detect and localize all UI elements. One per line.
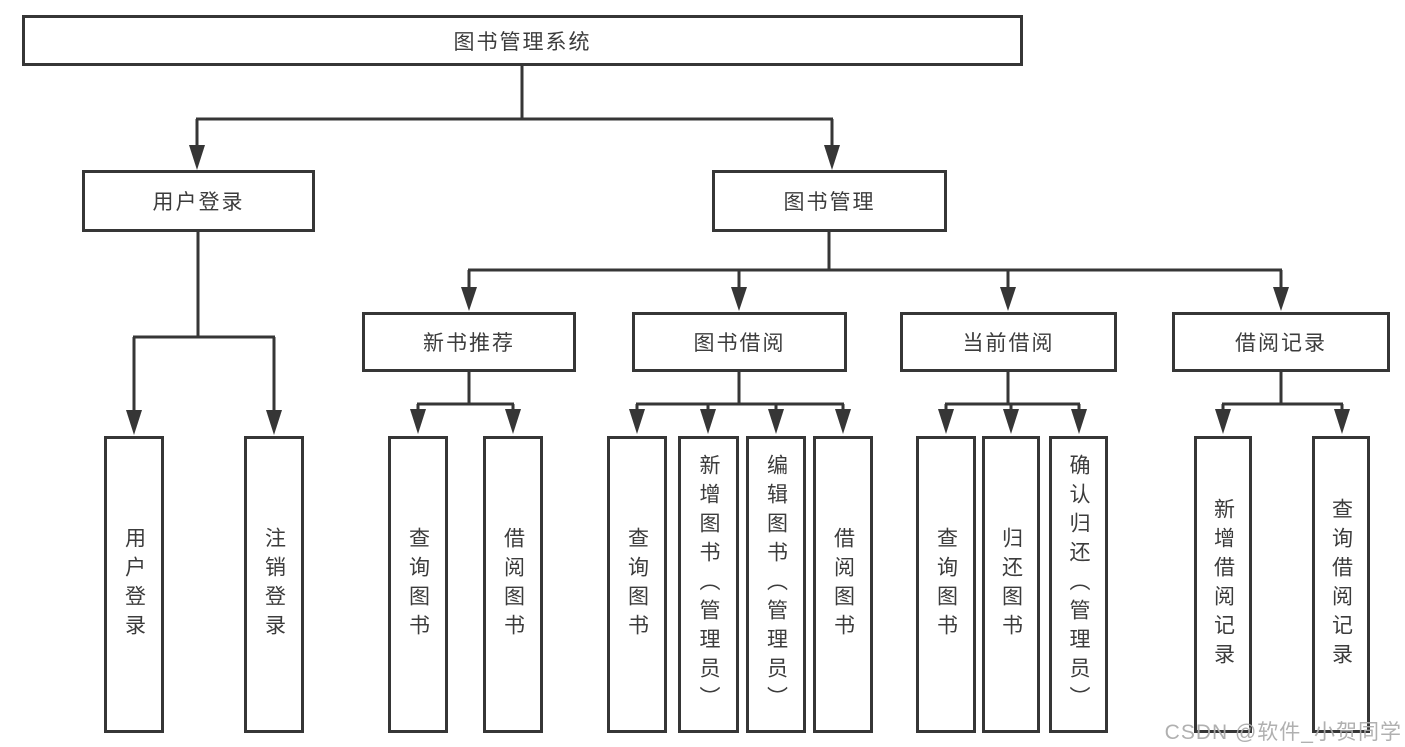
node-user-login: 用户登录: [82, 170, 315, 232]
leaf-logout: 注销登录: [244, 436, 304, 733]
node-book-borrow: 图书借阅: [632, 312, 847, 372]
node-new-book-recommend-label: 新书推荐: [423, 332, 515, 355]
leaf-query-borrow-record-label: 查询借阅记录: [1329, 497, 1353, 672]
node-new-book-recommend: 新书推荐: [362, 312, 576, 372]
leaf-return-book-label: 归还图书: [999, 526, 1023, 643]
leaf-user-login: 用户登录: [104, 436, 164, 733]
node-book-borrow-label: 图书借阅: [693, 332, 786, 355]
leaf-confirm-return-admin-label: 确认归还（管理员）: [1067, 454, 1090, 715]
node-current-borrow-label: 当前借阅: [962, 332, 1055, 355]
leaf-add-borrow-record: 新增借阅记录: [1194, 436, 1252, 733]
leaf-borrow-books-recommend-label: 借阅图书: [501, 526, 525, 643]
leaf-add-book-admin: 新增图书（管理员）: [678, 436, 739, 733]
leaf-query-borrow-record: 查询借阅记录: [1312, 436, 1370, 733]
leaf-query-books-current-label: 查询图书: [934, 526, 958, 643]
node-borrow-records-label: 借阅记录: [1235, 332, 1327, 355]
node-user-login-label: 用户登录: [152, 191, 245, 214]
leaf-confirm-return-admin: 确认归还（管理员）: [1049, 436, 1108, 733]
leaf-edit-book-admin: 编辑图书（管理员）: [746, 436, 806, 733]
node-borrow-records: 借阅记录: [1172, 312, 1390, 372]
node-current-borrow: 当前借阅: [900, 312, 1117, 372]
leaf-edit-book-admin-label: 编辑图书（管理员）: [764, 454, 788, 715]
leaf-add-borrow-record-label: 新增借阅记录: [1211, 497, 1235, 672]
node-book-management: 图书管理: [712, 170, 947, 232]
leaf-return-book: 归还图书: [982, 436, 1040, 733]
node-root-label: 图书管理系统: [453, 30, 592, 54]
leaf-borrow-books-label: 借阅图书: [831, 526, 855, 643]
leaf-query-books-recommend: 查询图书: [388, 436, 448, 733]
node-root: 图书管理系统: [22, 15, 1023, 66]
leaf-query-books-borrow: 查询图书: [607, 436, 667, 733]
watermark: CSDN @软件_小贺同学: [1164, 721, 1402, 744]
leaf-query-books-borrow-label: 查询图书: [625, 526, 649, 643]
leaf-logout-label: 注销登录: [262, 526, 286, 643]
leaf-query-books-recommend-label: 查询图书: [406, 526, 430, 643]
leaf-add-book-admin-label: 新增图书（管理员）: [697, 454, 720, 715]
leaf-borrow-books: 借阅图书: [813, 436, 873, 733]
leaf-query-books-current: 查询图书: [916, 436, 976, 733]
node-book-management-label: 图书管理: [783, 191, 876, 214]
leaf-user-login-label: 用户登录: [122, 526, 146, 643]
leaf-borrow-books-recommend: 借阅图书: [483, 436, 543, 733]
